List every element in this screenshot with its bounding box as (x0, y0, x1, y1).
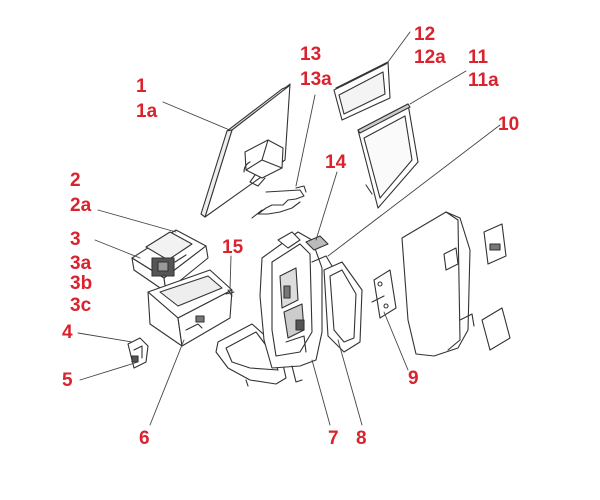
callout-5: 5 (62, 370, 73, 391)
part-3-base-tray (147, 269, 233, 347)
part-11-touch-panel (357, 103, 419, 209)
leader-lines (77, 31, 501, 426)
part-9-bracket-plate (371, 269, 397, 319)
callout-12: 12 (414, 24, 436, 45)
callout-12a: 12a (414, 47, 446, 68)
callout-13a: 13a (300, 69, 332, 90)
part-14-board (305, 235, 329, 251)
callout-4: 4 (62, 322, 73, 343)
callout-2: 2 (70, 170, 81, 191)
part-13-cable (251, 185, 307, 219)
part-7-main-frame (259, 231, 323, 383)
callout-13: 13 (300, 44, 322, 65)
callout-7: 7 (328, 428, 339, 449)
callout-14: 14 (325, 152, 347, 173)
callout-2a: 2a (70, 195, 92, 216)
callout-6: 6 (139, 428, 150, 449)
callout-8: 8 (356, 428, 367, 449)
callout-11: 11 (468, 47, 489, 68)
callout-3: 3 (70, 229, 81, 250)
part-8-side-housing (311, 255, 363, 353)
part-15-screw (225, 289, 235, 297)
part-1-display-monitor (200, 83, 291, 218)
callout-1: 1 (136, 76, 147, 97)
part-12-customer-display (333, 61, 391, 121)
callout-3a: 3a (70, 253, 92, 274)
callout-3c: 3c (70, 295, 92, 316)
part-10-rear-enclosure (401, 211, 511, 357)
callout-15: 15 (222, 237, 244, 258)
callout-3b: 3b (70, 273, 93, 294)
callout-11a: 11a (468, 70, 499, 91)
part-2-printer-unit (131, 229, 209, 293)
part-4-bracket (127, 337, 149, 369)
callout-9: 9 (408, 368, 419, 389)
callout-10: 10 (498, 114, 520, 135)
callout-1a: 1a (136, 101, 158, 122)
